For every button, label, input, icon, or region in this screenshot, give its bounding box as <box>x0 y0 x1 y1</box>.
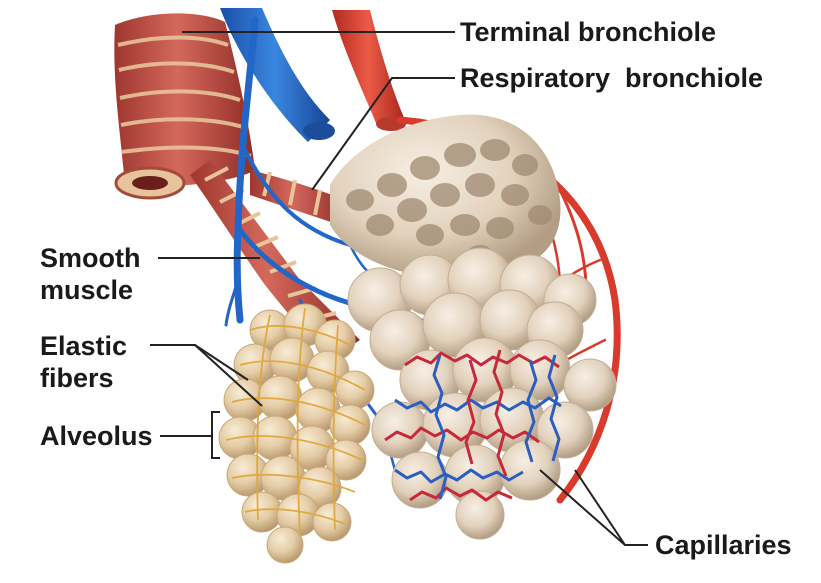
leader-respiratory-bronchiole <box>311 77 455 191</box>
terminal-bronchiole <box>114 13 255 200</box>
label-smooth-muscle-line1: Smooth <box>40 243 141 273</box>
capillary-network-alveoli <box>371 337 617 540</box>
leader-elastic-fibers <box>150 344 249 381</box>
alveolus-bracket <box>211 411 220 459</box>
label-respiratory-bronchiole: Respiratory bronchiole <box>460 63 764 93</box>
label-capillaries: Capillaries <box>655 530 792 560</box>
label-elastic-fibers: Elastic fibers <box>40 330 127 394</box>
label-smooth-muscle-line2: muscle <box>40 275 134 305</box>
label-elastic-fibers-line1: Elastic <box>40 331 128 361</box>
leader-elastic-fibers-2 <box>194 344 263 407</box>
alveolar-sac-sectioned <box>330 114 561 279</box>
label-smooth-muscle: Smooth muscle <box>40 242 141 306</box>
leader-capillaries-2 <box>574 469 626 546</box>
label-terminal-bronchiole: Terminal bronchiole <box>460 17 717 47</box>
leader-lines <box>150 31 648 546</box>
alveolar-sac-elastic <box>218 303 375 564</box>
label-elastic-fibers-line2: fibers <box>40 363 114 393</box>
label-alveolus: Alveolus <box>40 421 153 451</box>
pulmonary-artery <box>332 10 406 131</box>
pulmonary-vein <box>220 8 335 142</box>
